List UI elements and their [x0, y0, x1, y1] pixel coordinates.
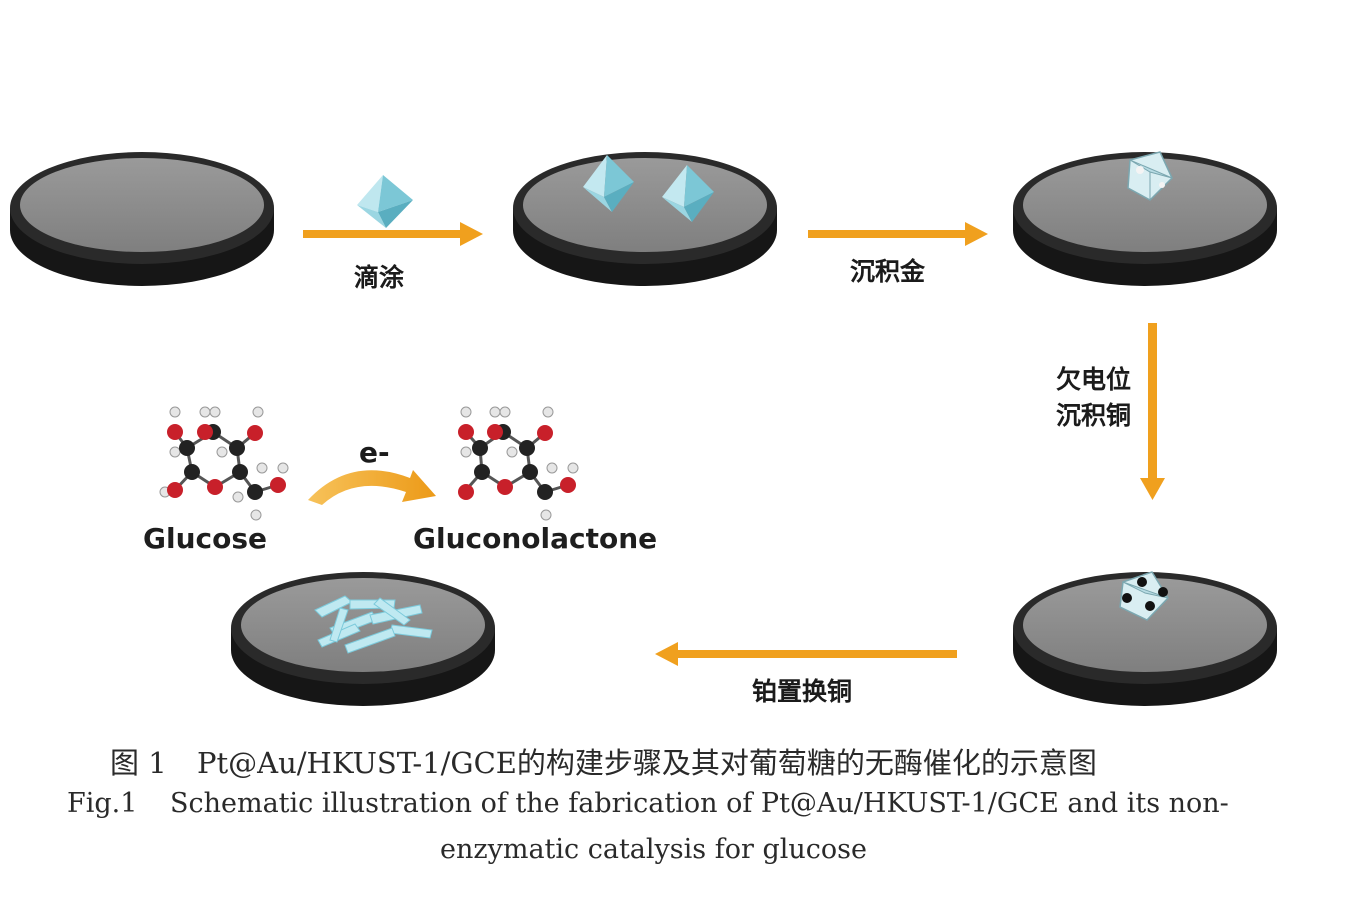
label-deposit-gold: 沉积金: [850, 257, 926, 286]
hkust1-electrode: [513, 152, 777, 286]
crystal-1: [583, 155, 634, 212]
pt-au-electrode: [231, 572, 495, 706]
caption-zh-text: Pt@Au/HKUST-1/GCE的构建步骤及其对葡萄糖的无酶催化的示意图: [197, 746, 1097, 780]
arrow-pt-replace: [655, 642, 957, 666]
crystal-2: [662, 165, 714, 222]
label-drop-cast: 滴涂: [354, 263, 405, 292]
label-upd-line2: 沉积铜: [1056, 401, 1132, 430]
label-gluconolactone: Gluconolactone: [413, 522, 658, 555]
caption-en-line2: enzymatic catalysis for glucose: [440, 834, 867, 865]
au-electrode: [1013, 151, 1277, 286]
arrow-deposit-gold: [808, 222, 988, 246]
glucose-molecule: [159, 406, 289, 521]
caption-en-label: Fig.1: [67, 788, 138, 819]
gluconolactone-molecule: [458, 406, 579, 521]
caption-en-line1: Schematic illustration of the fabricatio…: [170, 788, 1229, 819]
au-coated-crystal: [1127, 151, 1173, 201]
reaction-arrow: [308, 470, 436, 505]
label-glucose: Glucose: [143, 522, 268, 555]
cu-coated-crystal: [1119, 571, 1169, 621]
arrow-drop-cast: [303, 222, 483, 246]
hkust1-crystal-icon: [357, 175, 413, 228]
label-pt-replace: 铂置换铜: [752, 677, 853, 706]
label-upd-line1: 欠电位: [1056, 365, 1132, 394]
label-electron: e-: [359, 436, 390, 469]
arrow-upd-copper: [1140, 323, 1165, 500]
bare-electrode: [10, 152, 274, 286]
cu-electrode: [1013, 571, 1277, 706]
caption-zh-label: 图 1: [110, 746, 167, 780]
pt-nanosheets: [314, 595, 433, 654]
